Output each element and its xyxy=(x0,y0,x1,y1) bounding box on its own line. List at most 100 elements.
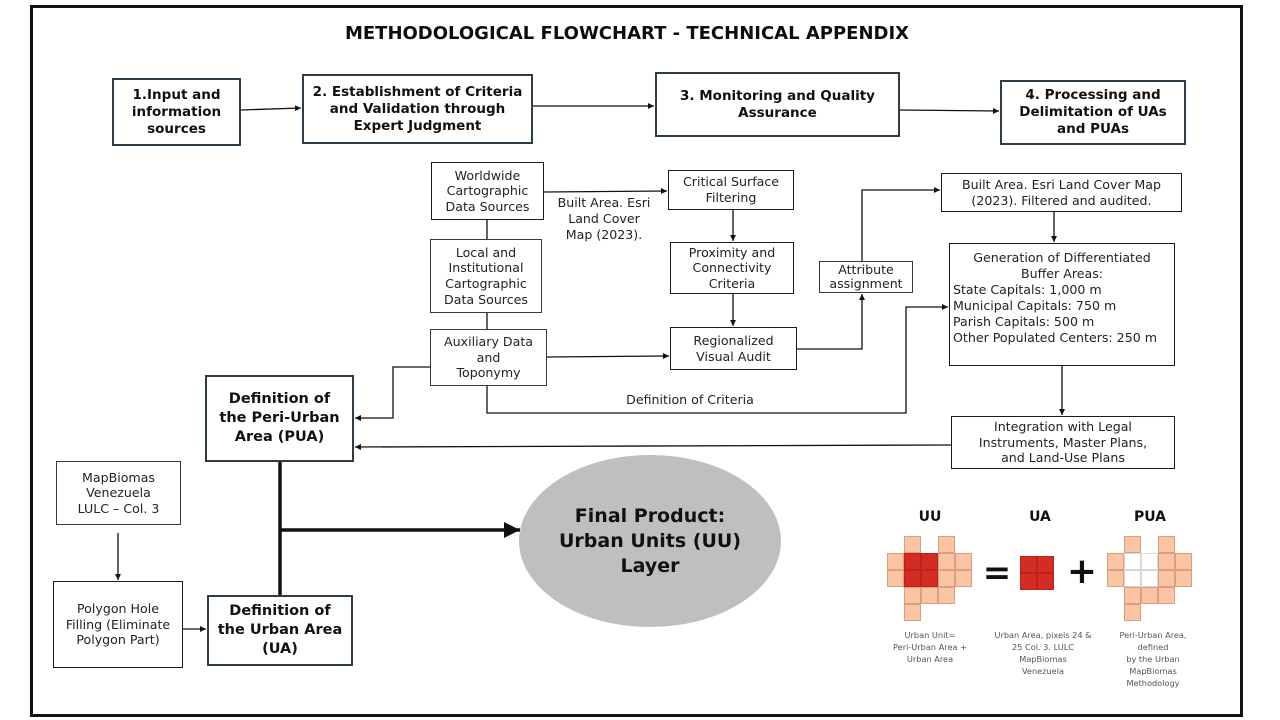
buffer-item-state-capitals: State Capitals: 1,000 m xyxy=(953,282,1102,297)
step-monitoring-quality-label: 3. Monitoring and Quality Assurance xyxy=(680,87,875,121)
node-urban-area-definition-label: Definition of the Urban Area (UA) xyxy=(217,603,343,657)
edge-label-definition-of-criteria: Definition of Criteria xyxy=(626,392,754,407)
node-critical-surface-filtering: Critical Surface Filtering xyxy=(668,170,794,210)
uu-peri-cell xyxy=(921,587,938,604)
equals-sign: = xyxy=(982,553,1012,593)
arrow-integration-to-pua xyxy=(354,443,952,450)
legend-ua-caption: Urban Area, pixels 24 & 25 Col. 3. LULC … xyxy=(994,630,1092,676)
node-proximity-connectivity-label: Proximity and Connectivity Criteria xyxy=(688,244,776,291)
pua-void-cell xyxy=(1141,553,1158,570)
uu-peri-cell xyxy=(904,536,921,553)
uu-peri-cell xyxy=(887,570,904,587)
buffer-item-other-centers: Other Populated Centers: 250 m xyxy=(953,330,1157,345)
uu-peri-cell xyxy=(938,536,955,553)
node-regionalized-audit: Regionalized Visual Audit xyxy=(670,327,797,370)
uu-peri-cell xyxy=(938,570,955,587)
pua-peri-cell xyxy=(1158,587,1175,604)
node-critical-surface-filtering-label: Critical Surface Filtering xyxy=(682,174,780,205)
node-polygon-hole-filling-label: Polygon Hole Filling (Eliminate Polygon … xyxy=(65,601,171,648)
edge-label-built-area: Built Area. Esri Land Cover Map (2023). xyxy=(557,195,651,242)
node-peri-urban-definition-label: Definition of the Peri-Urban Area (PUA) xyxy=(219,391,340,445)
node-built-area-filtered-label: Built Area. Esri Land Cover Map (2023). … xyxy=(962,176,1161,208)
node-urban-area-definition: Definition of the Urban Area (UA) xyxy=(207,595,353,666)
legend-pua-caption: Peri-Urban Area, defined by the Urban Ma… xyxy=(1119,630,1187,688)
buffer-item-parish-capitals: Parish Capitals: 500 m xyxy=(953,314,1095,329)
uu-urban-cell xyxy=(921,570,938,587)
arrow-attribute-to-built-area xyxy=(861,187,940,261)
pua-peri-cell xyxy=(1124,604,1141,621)
outer-frame xyxy=(30,5,1243,717)
final-product-ellipse: Final Product: Urban Units (UU) Layer xyxy=(519,455,781,627)
legend-pua-grid xyxy=(1107,536,1192,621)
uu-peri-cell xyxy=(955,553,972,570)
node-attribute-assignment: Attribute assignment xyxy=(819,261,913,293)
uu-urban-cell xyxy=(904,570,921,587)
step-input-sources: 1.Input and information sources xyxy=(112,78,241,146)
node-proximity-connectivity: Proximity and Connectivity Criteria xyxy=(670,242,794,294)
node-legal-integration-label: Integration with Legal Instruments, Mast… xyxy=(978,419,1148,466)
arrow-criteria-to-buffer xyxy=(486,304,948,414)
node-worldwide-sources-label: Worldwide Cartographic Data Sources xyxy=(445,167,530,214)
node-polygon-hole-filling: Polygon Hole Filling (Eliminate Polygon … xyxy=(53,581,183,668)
uu-peri-cell xyxy=(904,587,921,604)
legend-uu-label: UU xyxy=(918,509,942,525)
step-input-sources-label: 1.Input and information sources xyxy=(131,86,222,137)
arrow-auxiliary-to-pua xyxy=(355,366,430,421)
step-criteria-validation: 2. Establishment of Criteria and Validat… xyxy=(302,74,533,144)
node-buffer-generation: Generation of Differentiated Buffer Area… xyxy=(949,243,1175,366)
arrow-regionalized-to-attribute xyxy=(797,294,865,350)
pua-peri-cell xyxy=(1175,553,1192,570)
page-title: METHODOLOGICAL FLOWCHART - TECHNICAL APP… xyxy=(344,23,910,44)
step-processing-delimitation-label: 4. Processing and Delimitation of UAs an… xyxy=(1019,87,1167,137)
uu-urban-cell xyxy=(904,553,921,570)
pua-peri-cell xyxy=(1124,587,1141,604)
uu-peri-cell xyxy=(904,604,921,621)
step-criteria-validation-label: 2. Establishment of Criteria and Validat… xyxy=(312,83,523,134)
node-mapbiomas-source-label: MapBiomas Venezuela LULC – Col. 3 xyxy=(77,469,160,516)
node-regionalized-audit-label: Regionalized Visual Audit xyxy=(693,332,774,364)
pua-void-cell xyxy=(1141,570,1158,587)
ua-urban-cell xyxy=(1020,556,1037,573)
uu-urban-cell xyxy=(921,553,938,570)
step-processing-delimitation: 4. Processing and Delimitation of UAs an… xyxy=(1000,80,1186,145)
arrow-worldwide-to-critical xyxy=(543,188,668,195)
uu-peri-cell xyxy=(887,553,904,570)
legend-uu-grid xyxy=(887,536,972,621)
pua-peri-cell xyxy=(1158,536,1175,553)
legend-uu-caption: Urban Unit= Peri-Urban Area + Urban Area xyxy=(893,630,967,664)
legend-pua-label: PUA xyxy=(1133,509,1167,525)
node-local-sources: Local and Institutional Cartographic Dat… xyxy=(430,239,542,313)
uu-peri-cell xyxy=(938,553,955,570)
node-legal-integration: Integration with Legal Instruments, Mast… xyxy=(951,416,1175,469)
plus-sign: + xyxy=(1066,551,1098,592)
arrow-step1-to-step2 xyxy=(240,105,302,112)
arrow-auxiliary-to-regionalized xyxy=(546,353,670,360)
ua-urban-cell xyxy=(1037,556,1054,573)
node-local-sources-label: Local and Institutional Cartographic Dat… xyxy=(444,244,528,307)
node-built-area-filtered: Built Area. Esri Land Cover Map (2023). … xyxy=(941,173,1182,212)
node-peri-urban-definition: Definition of the Peri-Urban Area (PUA) xyxy=(205,375,354,462)
uu-peri-cell xyxy=(938,587,955,604)
step-monitoring-quality: 3. Monitoring and Quality Assurance xyxy=(655,72,900,137)
pua-peri-cell xyxy=(1175,570,1192,587)
pua-peri-cell xyxy=(1107,553,1124,570)
pua-peri-cell xyxy=(1107,570,1124,587)
node-auxiliary-data: Auxiliary Data and Toponymy xyxy=(430,329,547,386)
pua-peri-cell xyxy=(1158,553,1175,570)
pua-peri-cell xyxy=(1158,570,1175,587)
legend-ua-label: UA xyxy=(1029,509,1051,525)
ua-urban-cell xyxy=(1020,573,1037,590)
pua-peri-cell xyxy=(1124,536,1141,553)
legend-ua-grid xyxy=(1020,556,1054,590)
pua-void-cell xyxy=(1124,553,1141,570)
final-product-label: Final Product: Urban Units (UU) Layer xyxy=(558,504,742,577)
ua-urban-cell xyxy=(1037,573,1054,590)
node-auxiliary-data-label: Auxiliary Data and Toponymy xyxy=(444,334,533,381)
node-attribute-assignment-label: Attribute assignment xyxy=(829,261,903,291)
pua-void-cell xyxy=(1124,570,1141,587)
node-worldwide-sources: Worldwide Cartographic Data Sources xyxy=(431,162,544,220)
pua-peri-cell xyxy=(1141,587,1158,604)
arrow-step3-to-step4 xyxy=(899,107,1000,114)
node-mapbiomas-source: MapBiomas Venezuela LULC – Col. 3 xyxy=(56,461,181,525)
